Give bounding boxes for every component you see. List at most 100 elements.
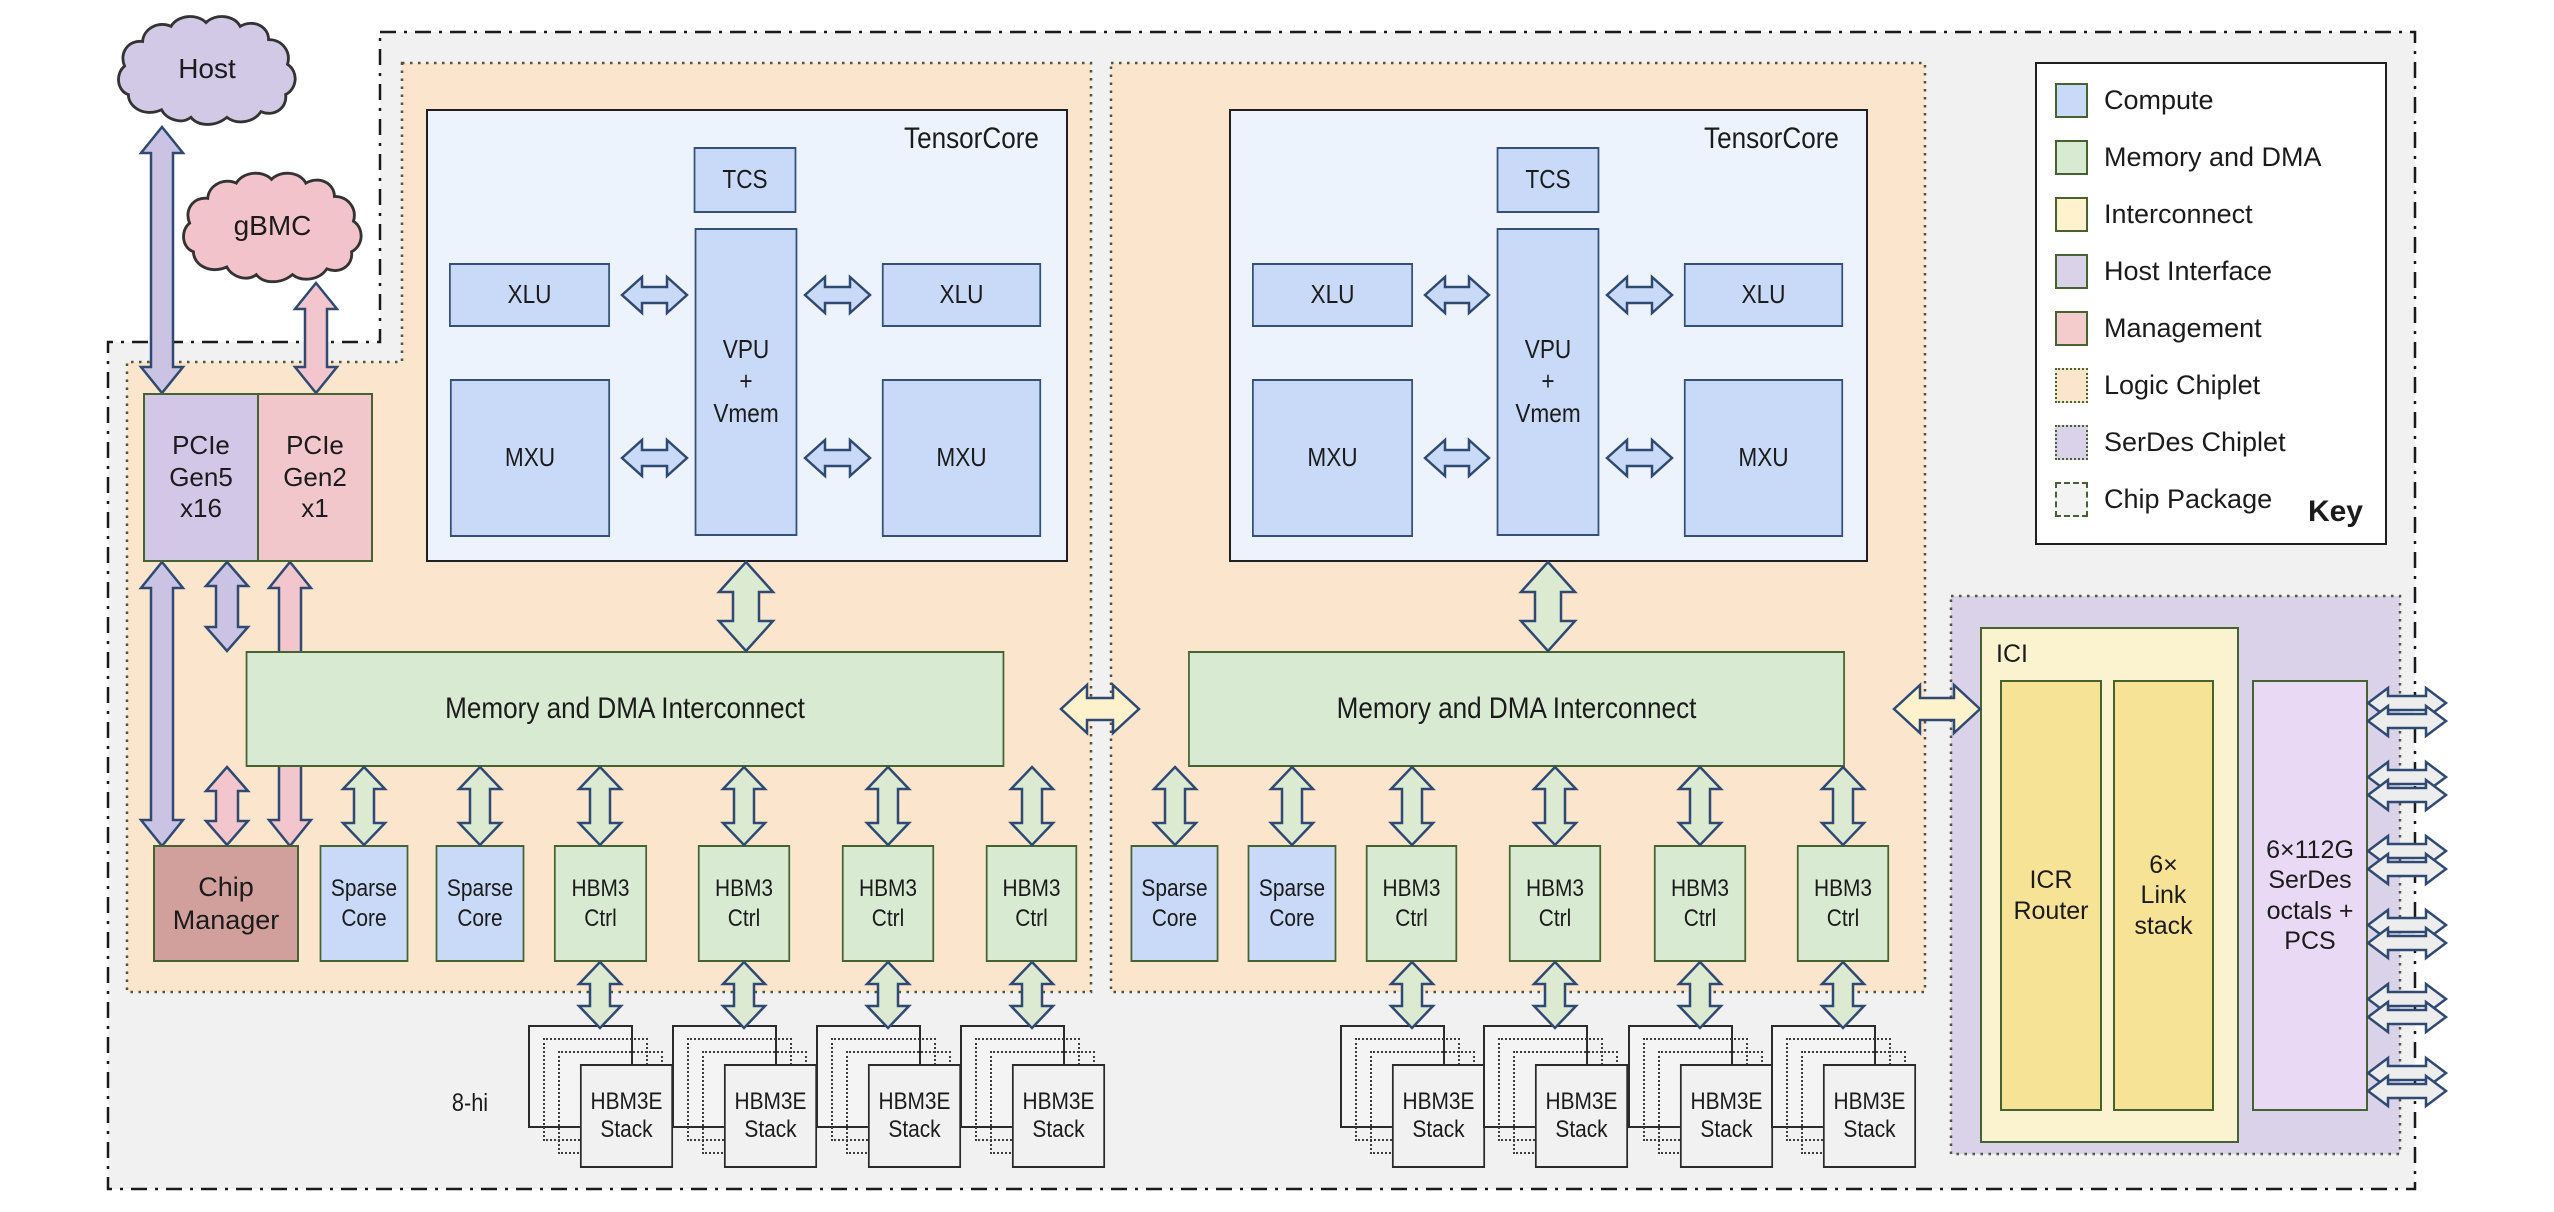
arrow-interconnect-block — [579, 767, 621, 845]
legend-item: Management — [2055, 308, 2262, 348]
arrow-interconnect-block — [867, 767, 909, 845]
arrow-serdes-external — [2368, 688, 2446, 718]
arrow-hbmctrl-stack — [1011, 962, 1053, 1028]
legend-label: Compute — [2104, 85, 2214, 116]
arrow-tensorcore-interconnect — [719, 562, 773, 651]
stack-height-note: 8-hi — [435, 1089, 505, 1118]
mxu-block: MXU — [1684, 379, 1843, 537]
arrow-interconnect-block — [459, 767, 501, 845]
arrow-hbmctrl-stack — [1534, 962, 1576, 1028]
arrow-gbmc-pcie2 — [295, 283, 337, 393]
hbm3e-stack: HBM3E Stack — [672, 1025, 824, 1170]
pcie-gen2-block: PCIe Gen2 x1 — [257, 393, 373, 562]
vpu-vmem-block: VPU + Vmem — [1497, 228, 1600, 536]
arrow-serdes-external — [2368, 854, 2446, 884]
xlu-block: XLU — [1684, 263, 1843, 327]
arrow-pcie5-chip-manager — [141, 562, 183, 846]
memory-dma-swatch — [2055, 140, 2088, 175]
interconnect-swatch — [2055, 197, 2088, 232]
hbm3e-stack-label: HBM3E Stack — [1012, 1064, 1105, 1168]
hbm3-ctrl-block: HBM3 Ctrl — [698, 845, 790, 962]
legend-label: Management — [2104, 313, 2262, 344]
mxu-block: MXU — [1252, 379, 1413, 537]
legend-item: Host Interface — [2055, 251, 2272, 291]
legend-item: SerDes Chiplet — [2055, 422, 2286, 462]
arrow-interconnect-block — [343, 767, 385, 845]
legend-item: Logic Chiplet — [2055, 365, 2260, 405]
chip-package-swatch — [2055, 482, 2088, 517]
legend: Compute Memory and DMA Interconnect Host… — [2035, 62, 2387, 545]
arrow-interconnect-interconnect — [1061, 685, 1139, 733]
arrow-hbmctrl-stack — [1822, 962, 1864, 1028]
arrow-interconnect-chip-manager — [206, 767, 248, 845]
hbm3-ctrl-block: HBM3 Ctrl — [1654, 845, 1746, 962]
arrow-interconnect-ici — [1894, 685, 1980, 733]
chip-manager-block: Chip Manager — [153, 845, 299, 962]
host-cloud-label: Host — [117, 8, 297, 130]
legend-item: Interconnect — [2055, 194, 2253, 234]
arrow-interconnect-block — [1534, 767, 1576, 845]
sparse-core-block: Sparse Core — [1248, 845, 1337, 962]
logic-chiplet-swatch — [2055, 368, 2088, 403]
legend-item: Chip Package — [2055, 479, 2272, 519]
arrow-hbmctrl-stack — [867, 962, 909, 1028]
legend-label: Memory and DMA — [2104, 142, 2322, 173]
hbm3-ctrl-block: HBM3 Ctrl — [986, 845, 1077, 962]
hbm3e-stack: HBM3E Stack — [1483, 1025, 1635, 1170]
hbm3e-stack-label: HBM3E Stack — [1535, 1064, 1628, 1168]
arrow-interconnect-block — [1271, 767, 1313, 845]
arrow-serdes-external — [2368, 762, 2446, 792]
arrow-hbmctrl-stack — [579, 962, 621, 1028]
arrow-interconnect-block — [1391, 767, 1433, 845]
icr-router-block: ICR Router — [2000, 680, 2102, 1111]
legend-label: SerDes Chiplet — [2104, 427, 2286, 458]
sparse-core-block: Sparse Core — [320, 845, 409, 962]
tcs-block: TCS — [1497, 147, 1600, 213]
mxu-block: MXU — [882, 379, 1041, 537]
arrow-serdes-external — [2368, 984, 2446, 1014]
hbm3e-stack-label: HBM3E Stack — [724, 1064, 817, 1168]
hbm3-ctrl-block: HBM3 Ctrl — [842, 845, 934, 962]
hbm3e-stack: HBM3E Stack — [1628, 1025, 1780, 1170]
legend-item: Compute — [2055, 80, 2214, 120]
gbmc-cloud-label: gBMC — [182, 165, 363, 287]
tensorcore-2-title: TensorCore — [1691, 122, 1839, 156]
arrow-serdes-external — [2368, 780, 2446, 810]
arrow-hbmctrl-stack — [723, 962, 765, 1028]
legend-label: Logic Chiplet — [2104, 370, 2260, 401]
hbm3e-stack-label: HBM3E Stack — [868, 1064, 961, 1168]
memory-dma-interconnect-left: Memory and DMA Interconnect — [246, 651, 1005, 767]
tensorcore-1-title: TensorCore — [891, 122, 1039, 156]
memory-dma-interconnect-right: Memory and DMA Interconnect — [1188, 651, 1845, 767]
hbm3e-stack-label: HBM3E Stack — [1823, 1064, 1916, 1168]
legend-title: Key — [2308, 495, 2363, 529]
pcie-gen5-block: PCIe Gen5 x16 — [143, 393, 259, 562]
hbm3e-stack: HBM3E Stack — [816, 1025, 968, 1170]
gbmc-cloud: gBMC — [182, 165, 363, 287]
hbm3-ctrl-block: HBM3 Ctrl — [554, 845, 647, 962]
xlu-block: XLU — [449, 263, 610, 327]
legend-item: Memory and DMA — [2055, 137, 2322, 177]
vpu-vmem-block: VPU + Vmem — [695, 228, 798, 536]
arrow-interconnect-block — [1822, 767, 1864, 845]
xlu-block: XLU — [1252, 263, 1413, 327]
hbm3e-stack: HBM3E Stack — [960, 1025, 1112, 1170]
xlu-block: XLU — [882, 263, 1041, 327]
serdes-chiplet-swatch — [2055, 425, 2088, 460]
hbm3e-stack-label: HBM3E Stack — [1680, 1064, 1773, 1168]
mxu-block: MXU — [450, 379, 610, 537]
hbm3e-stack-label: HBM3E Stack — [580, 1064, 673, 1168]
hbm3e-stack: HBM3E Stack — [1771, 1025, 1923, 1170]
arrow-interconnect-block — [1154, 767, 1196, 845]
hbm3-ctrl-block: HBM3 Ctrl — [1366, 845, 1457, 962]
arrow-hbmctrl-stack — [1391, 962, 1433, 1028]
arrow-serdes-external — [2368, 836, 2446, 866]
legend-label: Interconnect — [2104, 199, 2253, 230]
arrow-tensorcore-interconnect — [1521, 562, 1575, 651]
arrow-serdes-external — [2368, 910, 2446, 940]
sparse-core-block: Sparse Core — [436, 845, 525, 962]
arrow-interconnect-block — [1011, 767, 1053, 845]
arrow-serdes-external — [2368, 1002, 2446, 1032]
arrow-hbmctrl-stack — [1679, 962, 1721, 1028]
